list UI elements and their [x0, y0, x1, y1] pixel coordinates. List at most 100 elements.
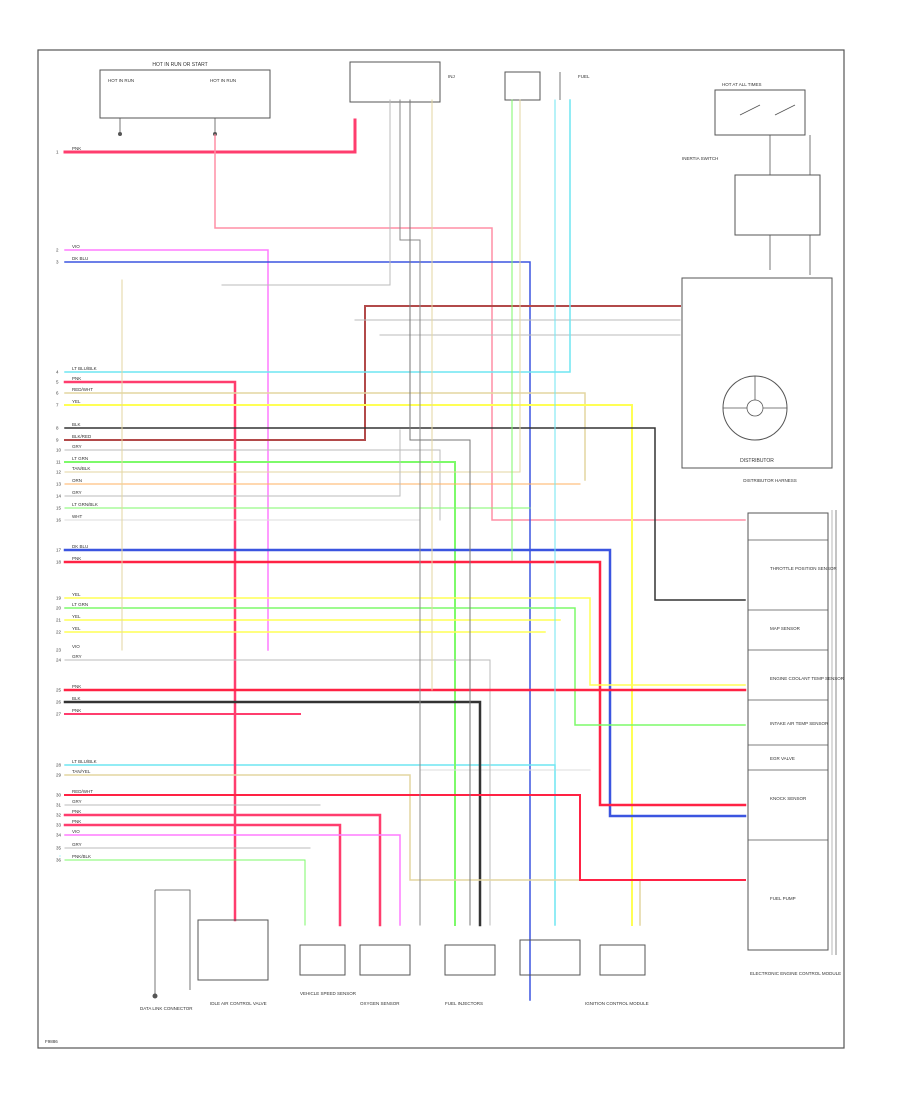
- pcm-pin-number: 17: [56, 548, 62, 553]
- wire-color-label: VIO: [72, 829, 80, 834]
- pcm-pin-number: 34: [56, 833, 62, 838]
- wire-ltpink-diag: [214, 134, 746, 521]
- distributor-harness-label: DISTRIBUTOR HARNESS: [743, 478, 796, 483]
- distributor: DISTRIBUTOR DISTRIBUTOR HARNESS: [681, 277, 833, 483]
- wire-color-label: TAN/YEL: [72, 769, 91, 774]
- svg-text:FUEL PUMP: FUEL PUMP: [770, 896, 796, 901]
- wire-black-2: [63, 700, 482, 927]
- wire-pink-5: [63, 823, 342, 927]
- pcm-pin-number: 10: [56, 448, 62, 453]
- wire-ltgreen-4: [64, 859, 306, 926]
- svg-text:KNOCK SENSOR: KNOCK SENSOR: [770, 796, 807, 801]
- svg-text:THROTTLE POSITION SENSOR: THROTTLE POSITION SENSOR: [770, 566, 838, 571]
- wire-yellow-2: [64, 597, 746, 686]
- pcm-pin-number: 7: [56, 403, 59, 408]
- svg-text:MAP SENSOR: MAP SENSOR: [770, 626, 801, 631]
- diagram-border: [37, 49, 845, 1049]
- wire-color-label: LT GRN: [72, 456, 88, 461]
- pcm-pin-number: 15: [56, 506, 62, 511]
- wire-gray-2: [64, 449, 441, 521]
- wire-color-label: GRY: [72, 444, 82, 449]
- wire-color-label: PNK: [72, 376, 81, 381]
- pcm-pin-number: 1: [56, 150, 59, 155]
- wire-color-label: DK BLU: [72, 544, 88, 549]
- wire-tan-1: [64, 392, 586, 481]
- pcm-pin-number: 23: [56, 648, 62, 653]
- pcm-pin-number: 35: [56, 846, 62, 851]
- wire-color-label: YEL: [72, 626, 81, 631]
- pcm-pin-number: 12: [56, 470, 62, 475]
- wire-color-label: GRY: [72, 799, 82, 804]
- pcm-pin-number: 11: [56, 460, 61, 465]
- pcm-pin-number: 31: [56, 803, 62, 808]
- bottom-label-5: FUEL INJECTORS: [445, 1001, 483, 1006]
- wires: [59, 99, 747, 1001]
- inertia-switch-label: INERTIA SWITCH: [682, 156, 718, 161]
- wire-blue-1: [64, 261, 531, 1001]
- wire-color-label: BLK: [72, 696, 81, 701]
- wire-gray-4: [64, 659, 491, 926]
- wire-color-label: LT GRN/BLK: [72, 502, 98, 507]
- wire-color-label: GRY: [72, 654, 82, 659]
- wire-tan-4: [64, 774, 641, 926]
- wire-color-label: ORN: [72, 478, 82, 483]
- wire-color-label: WHT: [72, 514, 82, 519]
- wire-color-label: PNK/BLK: [72, 854, 91, 859]
- bottom-label-6: IGNITION CONTROL MODULE: [585, 1001, 649, 1006]
- pcm-pin-number: 2: [56, 248, 59, 253]
- pcm-pin-number: 20: [56, 606, 62, 611]
- wire-color-label: PNK: [72, 708, 81, 713]
- pcm-pin-number: 29: [56, 773, 62, 778]
- svg-text:ENGINE COOLANT TEMP SENSOR: ENGINE COOLANT TEMP SENSOR: [770, 676, 845, 681]
- wire-tan-2: [64, 99, 521, 473]
- wire-pink-top: [63, 118, 357, 154]
- footer-code: F9886: [45, 1039, 58, 1044]
- svg-text:HOT IN RUN: HOT IN RUN: [108, 78, 134, 83]
- pcm-pin-number: 4: [56, 370, 59, 375]
- wire-color-label: LT GRN: [72, 602, 88, 607]
- svg-text:INJ: INJ: [448, 74, 455, 79]
- power-distribution: HOT IN RUN OR START HOT IN RUN HOT IN RU…: [99, 61, 821, 275]
- wire-ltblue-2: [64, 764, 556, 926]
- wire-color-label: TAN/BLK: [72, 466, 90, 471]
- wire-color-label: GRY: [72, 490, 82, 495]
- wire-color-label: YEL: [72, 614, 81, 619]
- pcm-pin-number: 9: [56, 438, 59, 443]
- wire-color-label: RED/WHT: [72, 789, 93, 794]
- wire-color-label: PNK: [72, 809, 81, 814]
- wire-color-label: LT BLU/BLK: [72, 759, 97, 764]
- svg-text:INTAKE AIR TEMP SENSOR: INTAKE AIR TEMP SENSOR: [770, 721, 829, 726]
- pcm-pin-number: 3: [56, 260, 59, 265]
- pcm-pin-number: 22: [56, 630, 62, 635]
- wire-color-label: BLK/RED: [72, 434, 92, 439]
- wire-color-label: PNK: [72, 556, 81, 561]
- pcm-pin-number: 28: [56, 763, 62, 768]
- wire-red-3: [64, 794, 746, 881]
- wire-violet-1: [64, 249, 269, 651]
- pcm-pin-number: 14: [56, 494, 62, 499]
- wire-color-label: DK BLU: [72, 256, 88, 261]
- distributor-label: DISTRIBUTOR: [740, 458, 774, 464]
- wire-color-label: PNK: [72, 146, 81, 151]
- pcm-pin-number: 19: [56, 596, 62, 601]
- bottom-label-3: VEHICLE SPEED SENSOR: [300, 991, 357, 996]
- pcm-pin-number: 24: [56, 658, 62, 663]
- wire-color-label: VIO: [72, 244, 80, 249]
- wire-gray-3: [64, 429, 401, 497]
- pcm-pin-number: 21: [56, 618, 62, 623]
- wire-ltblue-1: [64, 99, 571, 373]
- wire-gray-dist: [221, 99, 391, 286]
- hot-run-label: HOT IN RUN OR START: [152, 62, 207, 68]
- pcm-pin-number: 30: [56, 793, 62, 798]
- pcm-pin-number: 36: [56, 858, 62, 863]
- wire-color-label: PNK: [72, 684, 81, 689]
- wire-blue-2: [63, 548, 747, 818]
- pcm-pin-number: 18: [56, 560, 62, 565]
- wire-black-1: [64, 427, 746, 601]
- pcm-pin-number: 25: [56, 688, 62, 693]
- wire-color-label: LT BLU/BLK: [72, 366, 97, 371]
- pcm-label: ELECTRONIC ENGINE CONTROL MODULE: [750, 971, 841, 976]
- wire-color-label: VIO: [72, 644, 80, 649]
- wire-color-label: PNK: [72, 819, 81, 824]
